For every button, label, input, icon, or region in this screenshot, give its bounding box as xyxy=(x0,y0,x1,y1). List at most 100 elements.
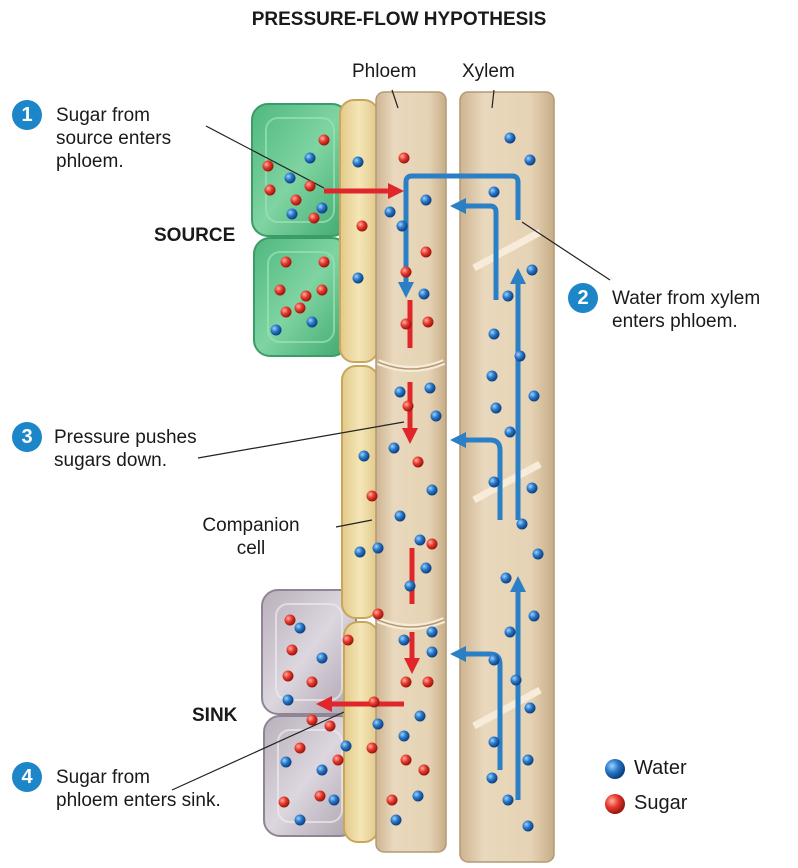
legend-water-label: Water xyxy=(634,757,687,780)
water-molecule xyxy=(487,773,498,784)
water-molecule xyxy=(395,387,406,398)
water-molecule xyxy=(355,547,366,558)
water-molecule xyxy=(515,351,526,362)
step-4-text: Sugar from phloem enters sink. xyxy=(56,766,221,812)
sugar-molecule xyxy=(275,285,286,296)
step-1-text: Sugar from source enters phloem. xyxy=(56,104,171,173)
water-molecule xyxy=(489,187,500,198)
sugar-molecule xyxy=(367,743,378,754)
water-legend-icon xyxy=(604,758,626,780)
water-molecule xyxy=(529,611,540,622)
water-molecule xyxy=(421,563,432,574)
water-molecule xyxy=(427,647,438,658)
water-molecule xyxy=(391,815,402,826)
companion-cell-line-1: Companion xyxy=(186,514,316,537)
legend-sugar-label: Sugar xyxy=(634,792,687,815)
step-2-line-2: enters phloem. xyxy=(612,310,760,333)
water-molecule xyxy=(525,703,536,714)
water-molecule xyxy=(489,655,500,666)
sugar-molecule xyxy=(343,635,354,646)
water-molecule xyxy=(511,675,522,686)
water-molecule xyxy=(419,289,430,300)
water-molecule xyxy=(317,653,328,664)
sugar-molecule xyxy=(401,677,412,688)
source-label: SOURCE xyxy=(154,224,235,247)
step-3-line-2: sugars down. xyxy=(54,449,197,472)
water-molecule xyxy=(415,711,426,722)
water-molecule xyxy=(399,635,410,646)
sugar-molecule xyxy=(369,697,380,708)
step-2-line-1: Water from xylem xyxy=(612,287,760,310)
sugar-molecule xyxy=(423,677,434,688)
sugar-molecule xyxy=(403,401,414,412)
sugar-molecule xyxy=(281,307,292,318)
water-molecule xyxy=(489,737,500,748)
water-molecule xyxy=(413,791,424,802)
water-molecule xyxy=(287,209,298,220)
water-molecule xyxy=(399,731,410,742)
sugar-molecule xyxy=(309,213,320,224)
water-molecule xyxy=(503,795,514,806)
xylem-label: Xylem xyxy=(462,60,515,83)
step-1-line-2: source enters xyxy=(56,127,171,150)
sugar-molecule xyxy=(319,135,330,146)
water-molecule xyxy=(533,549,544,560)
step-4-line-2: phloem enters sink. xyxy=(56,789,221,812)
water-molecule xyxy=(523,821,534,832)
sugar-molecule xyxy=(367,491,378,502)
sugar-molecule xyxy=(295,743,306,754)
water-molecule xyxy=(421,195,432,206)
sugar-legend-icon xyxy=(604,793,626,815)
source-cells xyxy=(252,104,348,356)
water-molecule xyxy=(489,477,500,488)
water-molecule xyxy=(503,291,514,302)
water-molecule xyxy=(305,153,316,164)
sugar-molecule xyxy=(419,765,430,776)
step-4-line-1: Sugar from xyxy=(56,766,221,789)
water-molecule xyxy=(295,623,306,634)
water-molecule xyxy=(505,427,516,438)
water-molecule xyxy=(425,383,436,394)
water-molecule xyxy=(523,755,534,766)
water-molecule xyxy=(529,391,540,402)
water-molecule xyxy=(427,627,438,638)
sugar-molecule xyxy=(305,181,316,192)
phloem-tube xyxy=(376,92,446,852)
water-molecule xyxy=(385,207,396,218)
water-molecule xyxy=(491,403,502,414)
sugar-molecule xyxy=(387,795,398,806)
step-1-line-1: Sugar from xyxy=(56,104,171,127)
sugar-molecule xyxy=(357,221,368,232)
companion-cell-label: Companion cell xyxy=(186,514,316,560)
water-molecule xyxy=(487,371,498,382)
companion-cell-line-2: cell xyxy=(186,537,316,560)
water-molecule xyxy=(285,173,296,184)
sugar-molecule xyxy=(287,645,298,656)
water-molecule xyxy=(527,265,538,276)
water-molecule xyxy=(353,157,364,168)
water-molecule xyxy=(517,519,528,530)
water-molecule xyxy=(397,221,408,232)
water-molecule xyxy=(283,695,294,706)
step-3-badge: 3 xyxy=(12,422,42,452)
sugar-molecule xyxy=(263,161,274,172)
step-4-badge: 4 xyxy=(12,762,42,792)
water-molecule xyxy=(373,719,384,730)
sugar-molecule xyxy=(317,285,328,296)
water-molecule xyxy=(307,317,318,328)
sugar-molecule xyxy=(421,247,432,258)
water-molecule xyxy=(281,757,292,768)
step-1-badge: 1 xyxy=(12,100,42,130)
water-molecule xyxy=(501,573,512,584)
sugar-molecule xyxy=(423,317,434,328)
step-2-text: Water from xylem enters phloem. xyxy=(612,287,760,333)
sugar-molecule xyxy=(283,671,294,682)
water-molecule xyxy=(525,155,536,166)
sugar-molecule xyxy=(265,185,276,196)
water-molecule xyxy=(415,535,426,546)
sink-label: SINK xyxy=(192,704,237,727)
sugar-molecule xyxy=(401,267,412,278)
water-molecule xyxy=(427,485,438,496)
companion-cells xyxy=(340,100,378,842)
sugar-molecule xyxy=(279,797,290,808)
